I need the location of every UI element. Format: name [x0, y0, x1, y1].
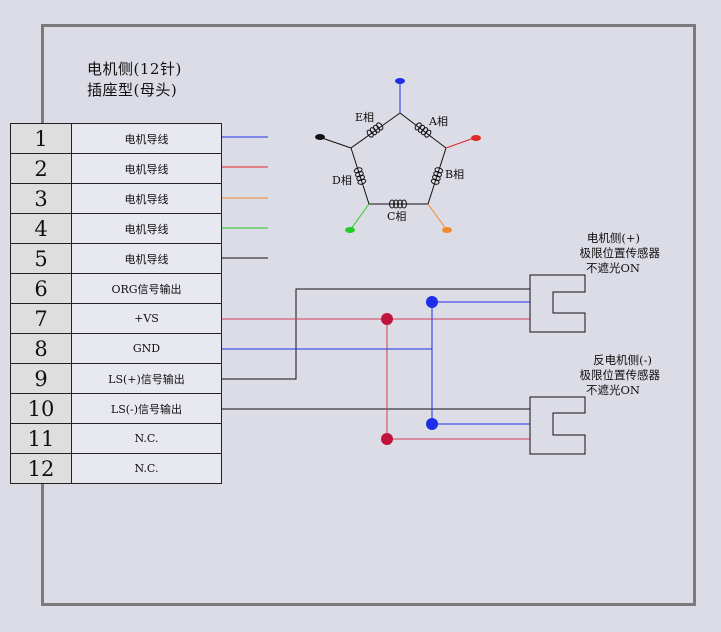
- sensor-plus-state: 不遮光ON: [586, 261, 640, 275]
- pin-row: 7+VS: [10, 303, 222, 334]
- phase-label-c: C相: [387, 210, 406, 223]
- pin-label: 电机导线: [71, 243, 222, 274]
- junction-red: [381, 313, 393, 325]
- sensor-plus-body: [529, 274, 586, 333]
- pin-label: N.C.: [71, 453, 222, 484]
- pin-label: N.C.: [71, 423, 222, 454]
- connector-title: 电机侧(12针): [87, 60, 182, 78]
- pin-label: 电机导线: [71, 213, 222, 244]
- coil-c: [389, 199, 407, 209]
- sensor-plus-title: 电机侧(+): [586, 231, 640, 245]
- phase-label-d: D相: [332, 174, 352, 187]
- pin-label: ORG信号输出: [71, 273, 222, 304]
- pin-label: +VS: [71, 303, 222, 334]
- pin-label: LS(-)信号输出: [71, 393, 222, 424]
- coil-a: [414, 122, 432, 138]
- sensor-minus-title: 反电机侧(-): [593, 353, 652, 367]
- pin-number: 7: [10, 303, 72, 334]
- pin-label: 电机导线: [71, 153, 222, 184]
- pin-number: 5: [10, 243, 72, 274]
- terminal-black: [315, 134, 325, 140]
- phase-label-b: B相: [445, 168, 464, 181]
- pin-number: 4: [10, 213, 72, 244]
- sensor-minus-label: 反电机侧(-) 极限位置传感器 不遮光ON: [560, 353, 661, 398]
- terminal-orange: [442, 227, 452, 233]
- pin-number: 8: [10, 333, 72, 364]
- pin-number: 3: [10, 183, 72, 214]
- lead-right-red: [445, 137, 475, 149]
- lead-left-black: [321, 137, 352, 149]
- coil-d: [353, 167, 367, 185]
- pin-number: 1: [10, 123, 72, 154]
- sensor-minus-body: [529, 396, 586, 455]
- sensor-minus-type: 极限位置传感器: [579, 368, 661, 382]
- terminal-red: [471, 135, 481, 141]
- pin-label: 电机导线: [71, 183, 222, 214]
- sensor-plus-type: 极限位置传感器: [579, 246, 661, 260]
- pin-number: 6: [10, 273, 72, 304]
- junction-red: [381, 433, 393, 445]
- wire-org-ls-plus: [222, 288, 530, 380]
- lead-bottom-left-green: [350, 203, 370, 230]
- connector-subtitle: 插座型(母头): [87, 81, 178, 99]
- phase-label-a: A相: [428, 115, 448, 128]
- phase-label-e: E相: [355, 111, 374, 124]
- coil-e: [366, 122, 384, 138]
- pin-number: 10: [10, 393, 72, 424]
- junction-blue: [426, 418, 438, 430]
- sensor-minus-state: 不遮光ON: [586, 383, 640, 397]
- terminal-green: [345, 227, 355, 233]
- coil-b: [430, 167, 444, 185]
- pin-number: 2: [10, 153, 72, 184]
- sensor-plus-label: 电机侧(+) 极限位置传感器 不遮光ON: [560, 231, 661, 276]
- junction-blue: [426, 296, 438, 308]
- terminal-blue: [395, 78, 405, 84]
- pin-number: 12: [10, 453, 72, 484]
- lead-bottom-right-orange: [427, 203, 447, 230]
